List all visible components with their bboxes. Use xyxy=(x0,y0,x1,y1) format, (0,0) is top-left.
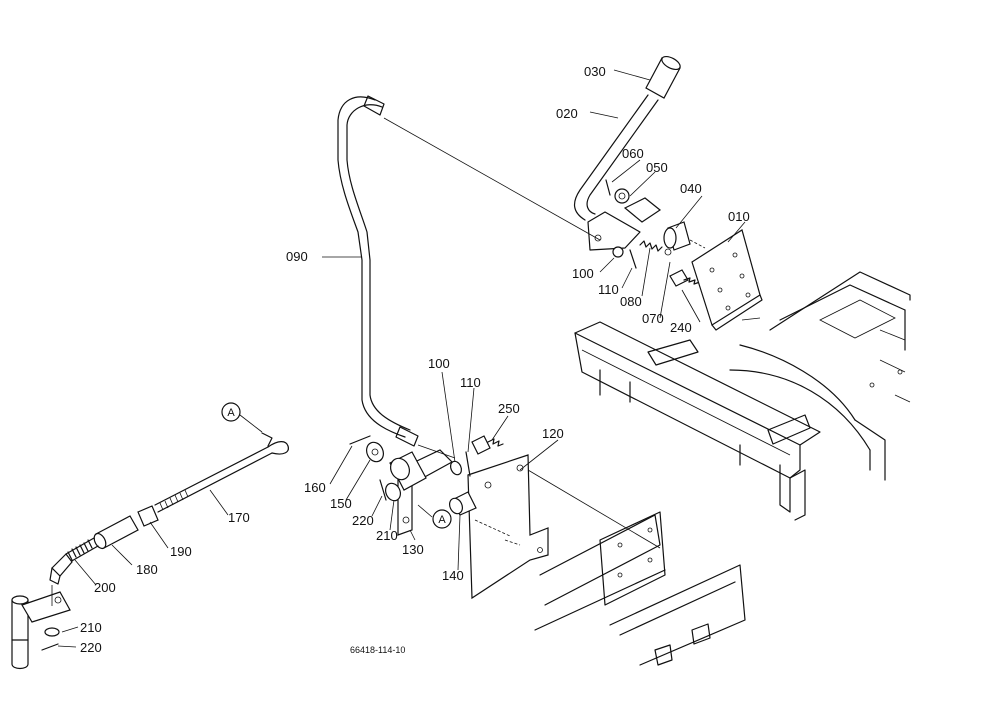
lever-rod-090 xyxy=(337,95,601,447)
label-210-middle: 210 xyxy=(376,528,398,543)
label-090: 090 xyxy=(286,249,308,264)
label-080: 080 xyxy=(620,294,642,309)
upper-lever-assembly xyxy=(574,55,763,331)
callout-a-lower: A xyxy=(417,504,452,529)
label-220-lower: 220 xyxy=(80,640,102,655)
label-150: 150 xyxy=(330,496,352,511)
label-070: 070 xyxy=(642,311,664,326)
label-110-upper: 110 xyxy=(598,282,619,297)
label-140: 140 xyxy=(442,568,464,583)
label-220-middle: 220 xyxy=(352,513,374,528)
label-240: 240 xyxy=(670,320,692,335)
label-250: 250 xyxy=(498,401,520,416)
label-160: 160 xyxy=(304,480,326,495)
reference-code: 66418-114-10 xyxy=(350,645,405,655)
floor-panels xyxy=(534,511,746,666)
label-210-lower: 210 xyxy=(80,620,102,635)
middle-bracket-assembly xyxy=(349,435,661,600)
label-170: 170 xyxy=(228,510,250,525)
label-030: 030 xyxy=(584,64,606,79)
callout-letter: A xyxy=(227,407,235,419)
callout-letter: A xyxy=(438,514,446,526)
label-110-middle: 110 xyxy=(460,375,481,390)
tractor-frame xyxy=(574,271,911,521)
leader-lines xyxy=(57,69,746,648)
label-060: 060 xyxy=(622,146,644,161)
label-100-upper: 100 xyxy=(572,266,594,281)
label-180: 180 xyxy=(136,562,158,577)
label-020: 020 xyxy=(556,106,578,121)
label-130: 130 xyxy=(402,542,424,557)
part-labels: 010 020 030 040 050 060 070 080 090 100 … xyxy=(80,64,750,655)
label-100-middle: 100 xyxy=(428,356,450,371)
label-120: 120 xyxy=(542,426,564,441)
label-010: 010 xyxy=(728,209,750,224)
callout-a-upper: A xyxy=(221,402,263,433)
rod-assembly-170 xyxy=(11,432,289,670)
label-190: 190 xyxy=(170,544,192,559)
label-200: 200 xyxy=(94,580,116,595)
label-050: 050 xyxy=(646,160,668,175)
label-040: 040 xyxy=(680,181,702,196)
